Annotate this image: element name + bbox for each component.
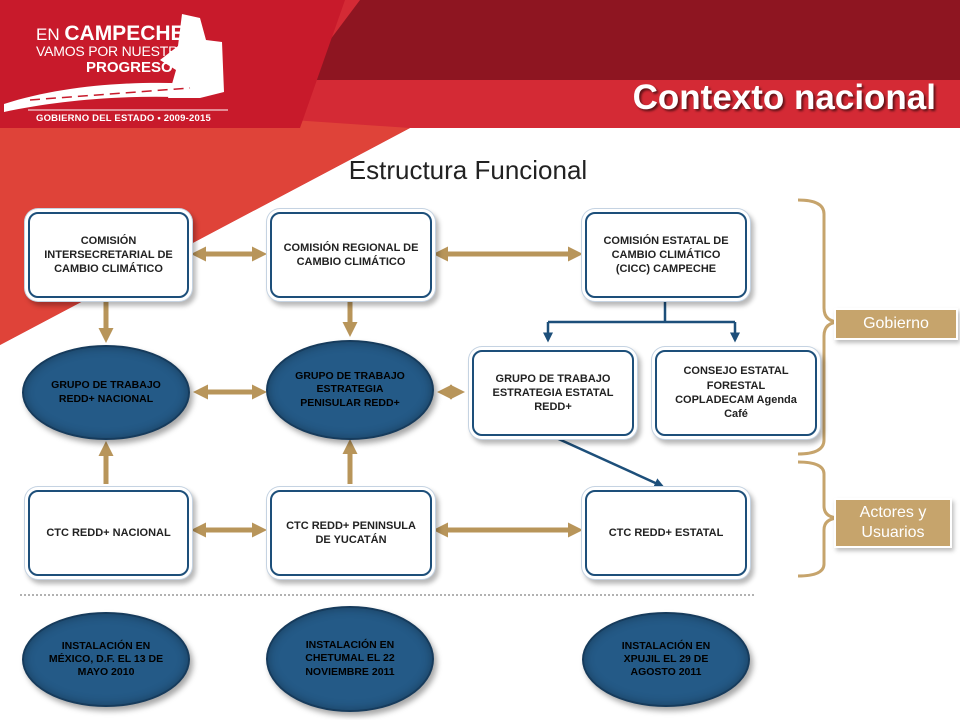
label-gobierno: Gobierno [836,310,956,338]
logo-gobierno: GOBIERNO DEL ESTADO • 2009-2015 [36,113,211,124]
oval-instalacion-mexico: INSTALACIÓN EN MÉXICO, D.F. EL 13 DE MAY… [22,612,190,707]
road-swoosh [4,82,200,112]
bracket-actores [797,460,841,578]
box-gt-estrategia-estatal: GRUPO DE TRABAJO ESTRATEGIA ESTATAL REDD… [472,350,634,436]
label-actores-usuarios: Actores y Usuarios [836,500,950,546]
oval-gt-peninsular: GRUPO DE TRABAJO ESTRATEGIA PENISULAR RE… [266,340,434,440]
box-ctc-peninsula: CTC REDD+ PENINSULA DE YUCATÁN [270,490,432,576]
logo-progreso: PROGRESO [86,59,173,76]
box-comision-intersecretarial: COMISIÓN INTERSECRETARIAL DE CAMBIO CLIM… [28,212,189,298]
box-consejo-estatal: CONSEJO ESTATAL FORESTAL COPLADECAM Agen… [655,350,817,436]
arrow-gt-estatal-ctc [551,434,665,488]
oval-instalacion-xpujil: INSTALACIÓN EN XPUJIL EL 29 DE AGOSTO 20… [582,612,750,707]
box-ctc-nacional: CTC REDD+ NACIONAL [28,490,189,576]
diagram-subtitle: Estructura Funcional [348,155,588,185]
oval-instalacion-chetumal: INSTALACIÓN EN CHETUMAL EL 22 NOVIEMBRE … [266,606,434,712]
box-comision-regional: COMISIÓN REGIONAL DE CAMBIO CLIMÁTICO [270,212,432,298]
page-title: Contexto nacional [632,78,936,117]
box-ctc-estatal: CTC REDD+ ESTATAL [585,490,747,576]
box-comision-estatal: COMISIÓN ESTATAL DE CAMBIO CLIMÁTICO (CI… [585,212,747,298]
state-map-shape [160,14,224,98]
logo-en: EN CAMPECHE [36,22,185,45]
oval-gt-nacional: GRUPO DE TRABAJO REDD+ NACIONAL [22,345,190,440]
logo-tagline: VAMOS POR NUESTRO [36,43,189,59]
